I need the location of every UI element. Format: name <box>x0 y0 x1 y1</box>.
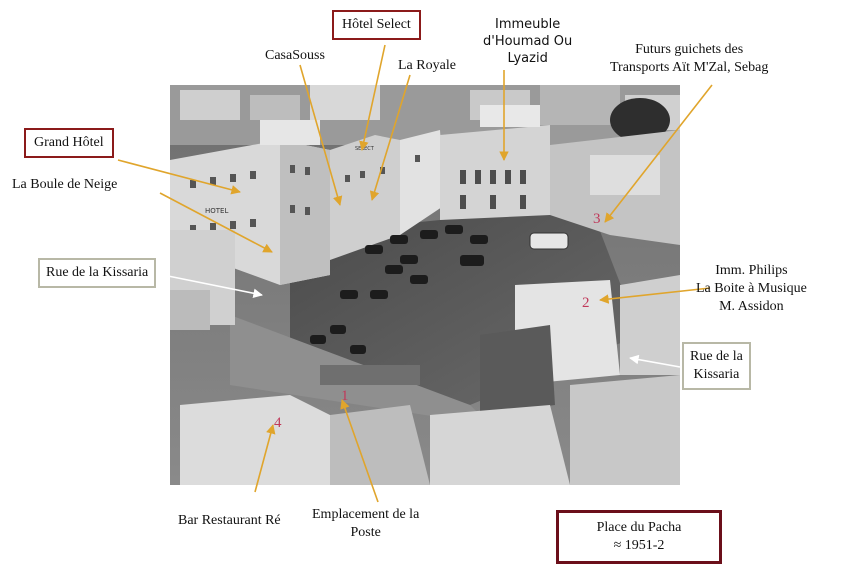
label-casasouss: CasaSouss <box>265 48 325 63</box>
label-rue-kissaria-right: Rue de la Kissaria <box>682 342 751 390</box>
label-imm-philips: Imm. Philips La Boite à Musique M. Assid… <box>696 262 807 316</box>
label-place-line2: ≈ 1951-2 <box>613 538 665 553</box>
label-immeuble: Immeuble d'Houmad Ou Lyazid <box>483 16 572 67</box>
label-immeuble-line2: d'Houmad Ou <box>483 34 573 49</box>
label-emplacement-line2: Poste <box>350 525 381 540</box>
label-philips-line2: La Boite à Musique <box>696 281 807 296</box>
marker-2: 2 <box>582 295 590 311</box>
label-rue-kissaria-left: Rue de la Kissaria <box>38 258 157 288</box>
marker-3: 3 <box>593 211 601 227</box>
marker-4: 4 <box>274 415 282 431</box>
label-emplacement-line1: Emplacement de la <box>312 507 420 522</box>
label-futurs-line1: Futurs guichets des <box>635 42 744 57</box>
label-immeuble-line1: Immeuble <box>495 17 561 32</box>
label-rue-kissaria-left-text: Rue de la Kissaria <box>46 265 149 280</box>
label-futurs-line2: Transports Aït M'Zal, Sebag <box>610 60 769 75</box>
label-rue-kissaria-right-line2: Kissaria <box>693 367 740 382</box>
label-philips-line3: M. Assidon <box>719 299 784 314</box>
aerial-photograph: HOTEL SELECT <box>170 85 680 485</box>
label-la-royale: La Royale <box>398 58 456 73</box>
bar-restaurant-building <box>180 395 330 485</box>
label-place-line1: Place du Pacha <box>596 520 682 535</box>
select-sign: SELECT <box>355 146 375 152</box>
label-bar-restaurant: Bar Restaurant Ré <box>178 513 281 528</box>
label-grand-hotel-text: Grand Hôtel <box>34 135 104 150</box>
label-rue-kissaria-right-line1: Rue de la <box>690 349 743 364</box>
label-futurs-guichets: Futurs guichets des Transports Aït M'Zal… <box>610 41 768 77</box>
label-grand-hotel: Grand Hôtel <box>24 128 114 158</box>
label-hotel-select: Hôtel Select <box>332 10 421 40</box>
label-boule-de-neige: La Boule de Neige <box>12 177 118 192</box>
label-emplacement-poste: Emplacement de la Poste <box>312 506 419 542</box>
label-philips-line1: Imm. Philips <box>715 263 788 278</box>
label-immeuble-line3: Lyazid <box>507 51 548 66</box>
hotel-sign: HOTEL <box>205 207 228 215</box>
label-place-du-pacha: Place du Pacha ≈ 1951-2 <box>556 510 722 564</box>
label-hotel-select-text: Hôtel Select <box>342 17 411 32</box>
marker-1: 1 <box>341 388 349 404</box>
